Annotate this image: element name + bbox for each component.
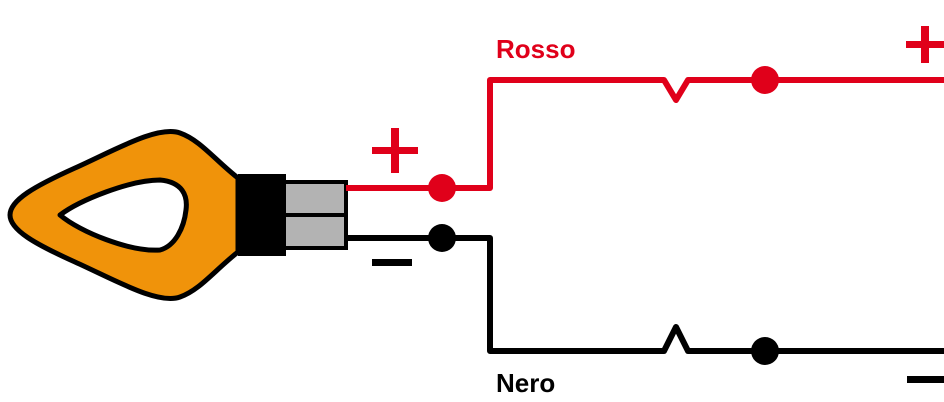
plus-sign-left (372, 128, 418, 173)
black-terminal-dot (428, 224, 456, 252)
minus-sign-right (907, 376, 944, 383)
connector (282, 180, 348, 250)
indicator-lens-hole (57, 177, 189, 253)
black-terminal-dot (751, 337, 779, 365)
red-wire-label: Rosso (496, 34, 575, 64)
red-wire-path (346, 77, 944, 191)
minus-sign-left (372, 259, 412, 266)
indicator-neck (238, 174, 286, 256)
plus-sign-right (906, 26, 944, 63)
red-terminal-dot (751, 66, 779, 94)
red-terminal-dot (428, 174, 456, 202)
black-wire-label: Nero (496, 368, 555, 397)
turn-signal-indicator (7, 129, 286, 301)
black-wire-path (346, 235, 944, 354)
black-wire (346, 224, 944, 365)
red-wire (346, 66, 944, 202)
